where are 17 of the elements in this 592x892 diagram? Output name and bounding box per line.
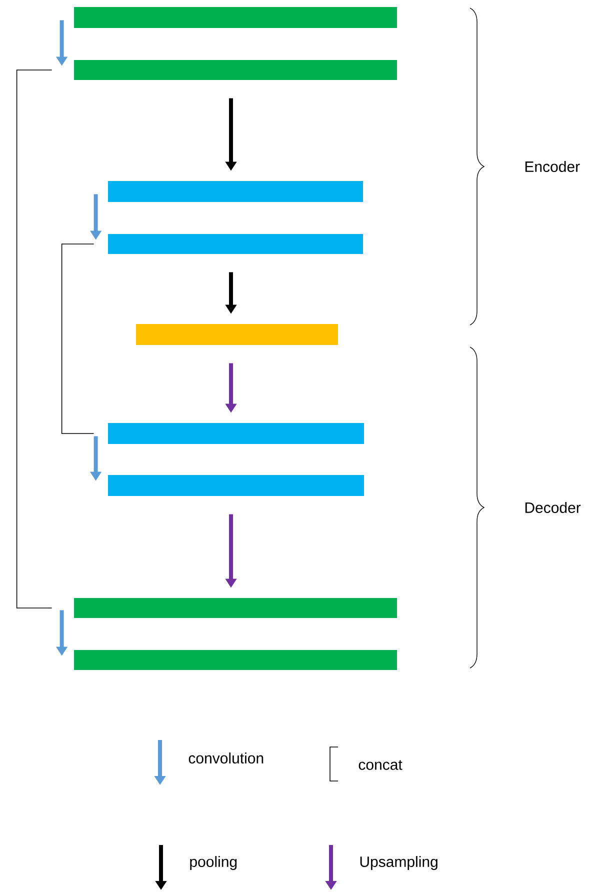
bar [74,650,397,670]
section-label: Encoder [525,161,580,172]
bar [74,7,397,28]
legend-label: concat [358,760,402,770]
bar [108,475,364,496]
bar [108,234,363,254]
bar [74,598,397,618]
concat-bracket [16,70,52,608]
legend-label: convolution [188,752,264,764]
bar [136,324,338,345]
bar [108,181,363,202]
legend-label: pooling [190,856,237,870]
legend-label: Upsampling [360,856,438,870]
bar [108,423,364,444]
concat-bracket [61,244,94,434]
bar [74,60,397,80]
section-label: Decoder [525,502,581,513]
